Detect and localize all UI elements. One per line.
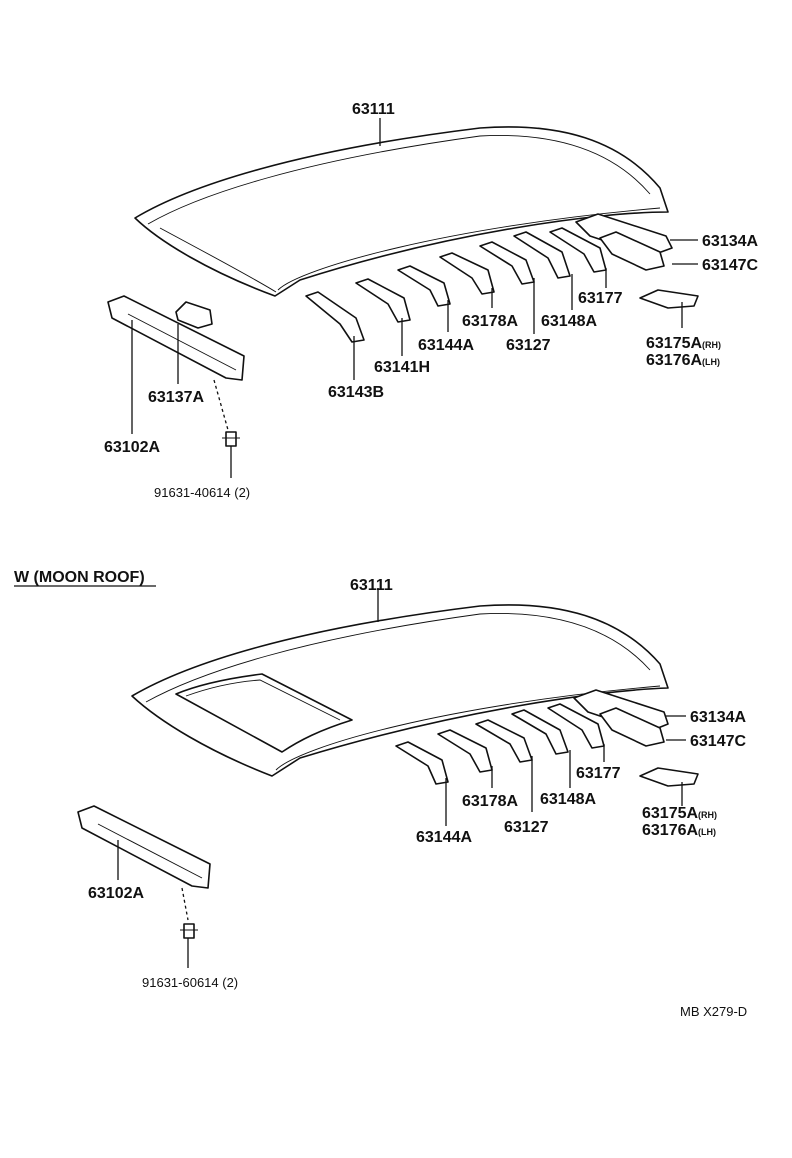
upper-front-header <box>107 295 245 447</box>
upper-roof-bows <box>305 213 699 343</box>
upper-label-63144A: 63144A <box>418 337 474 354</box>
upper-roof-panel <box>134 126 669 297</box>
lower-label-63102A: 63102A <box>88 885 144 902</box>
lower-front-header <box>77 805 211 939</box>
diagram-code: MB X279-D <box>680 1004 747 1019</box>
upper-label-63176A-number: 63176A <box>646 352 702 369</box>
upper-label-63137A: 63137A <box>148 389 204 406</box>
upper-label-63175A: 63175A(RH) <box>646 335 721 352</box>
lower-label-63175A-side: (RH) <box>698 810 717 820</box>
lower-label-63176A-side: (LH) <box>698 827 716 837</box>
upper-label-63143B: 63143B <box>328 384 384 401</box>
lower-roof-bows <box>395 689 699 787</box>
lower-leader-lines <box>117 588 686 968</box>
lower-label-63176A: 63176A(LH) <box>642 822 716 839</box>
lower-label-63147C: 63147C <box>690 733 746 750</box>
lower-label-63175A: 63175A(RH) <box>642 805 717 822</box>
upper-label-63141H: 63141H <box>374 359 430 376</box>
lower-label-bolt: 91631-60614 (2) <box>142 975 238 990</box>
upper-assembly: 63111 63134A 63147C 63177 63178A 63148A … <box>104 101 758 500</box>
lower-label-63134A: 63134A <box>690 709 746 726</box>
upper-label-63176A-side: (LH) <box>702 357 720 367</box>
upper-label-bolt: 91631-40614 (2) <box>154 485 250 500</box>
upper-label-63127: 63127 <box>506 337 551 354</box>
upper-label-63102A: 63102A <box>104 439 160 456</box>
lower-label-63111: 63111 <box>350 577 393 594</box>
lower-label-63144A: 63144A <box>416 829 472 846</box>
upper-label-63177: 63177 <box>578 290 623 307</box>
upper-label-63176A: 63176A(LH) <box>646 352 720 369</box>
upper-label-63147C: 63147C <box>702 257 758 274</box>
upper-leader-lines <box>131 118 698 478</box>
lower-label-63148A: 63148A <box>540 791 596 808</box>
lower-label-63176A-number: 63176A <box>642 822 698 839</box>
lower-label-63175A-number: 63175A <box>642 805 698 822</box>
lower-label-63178A: 63178A <box>462 793 518 810</box>
upper-label-63175A-side: (RH) <box>702 340 721 350</box>
lower-label-63177: 63177 <box>576 765 621 782</box>
upper-label-63148A: 63148A <box>541 313 597 330</box>
lower-label-63127: 63127 <box>504 819 549 836</box>
upper-label-63134A: 63134A <box>702 233 758 250</box>
lower-assembly: W (MOON ROOF) <box>14 569 746 990</box>
section-title-moon-roof: W (MOON ROOF) <box>14 569 145 586</box>
lower-roof-panel <box>131 604 669 777</box>
upper-label-63111: 63111 <box>352 101 395 118</box>
upper-label-63178A: 63178A <box>462 313 518 330</box>
upper-label-63175A-number: 63175A <box>646 335 702 352</box>
